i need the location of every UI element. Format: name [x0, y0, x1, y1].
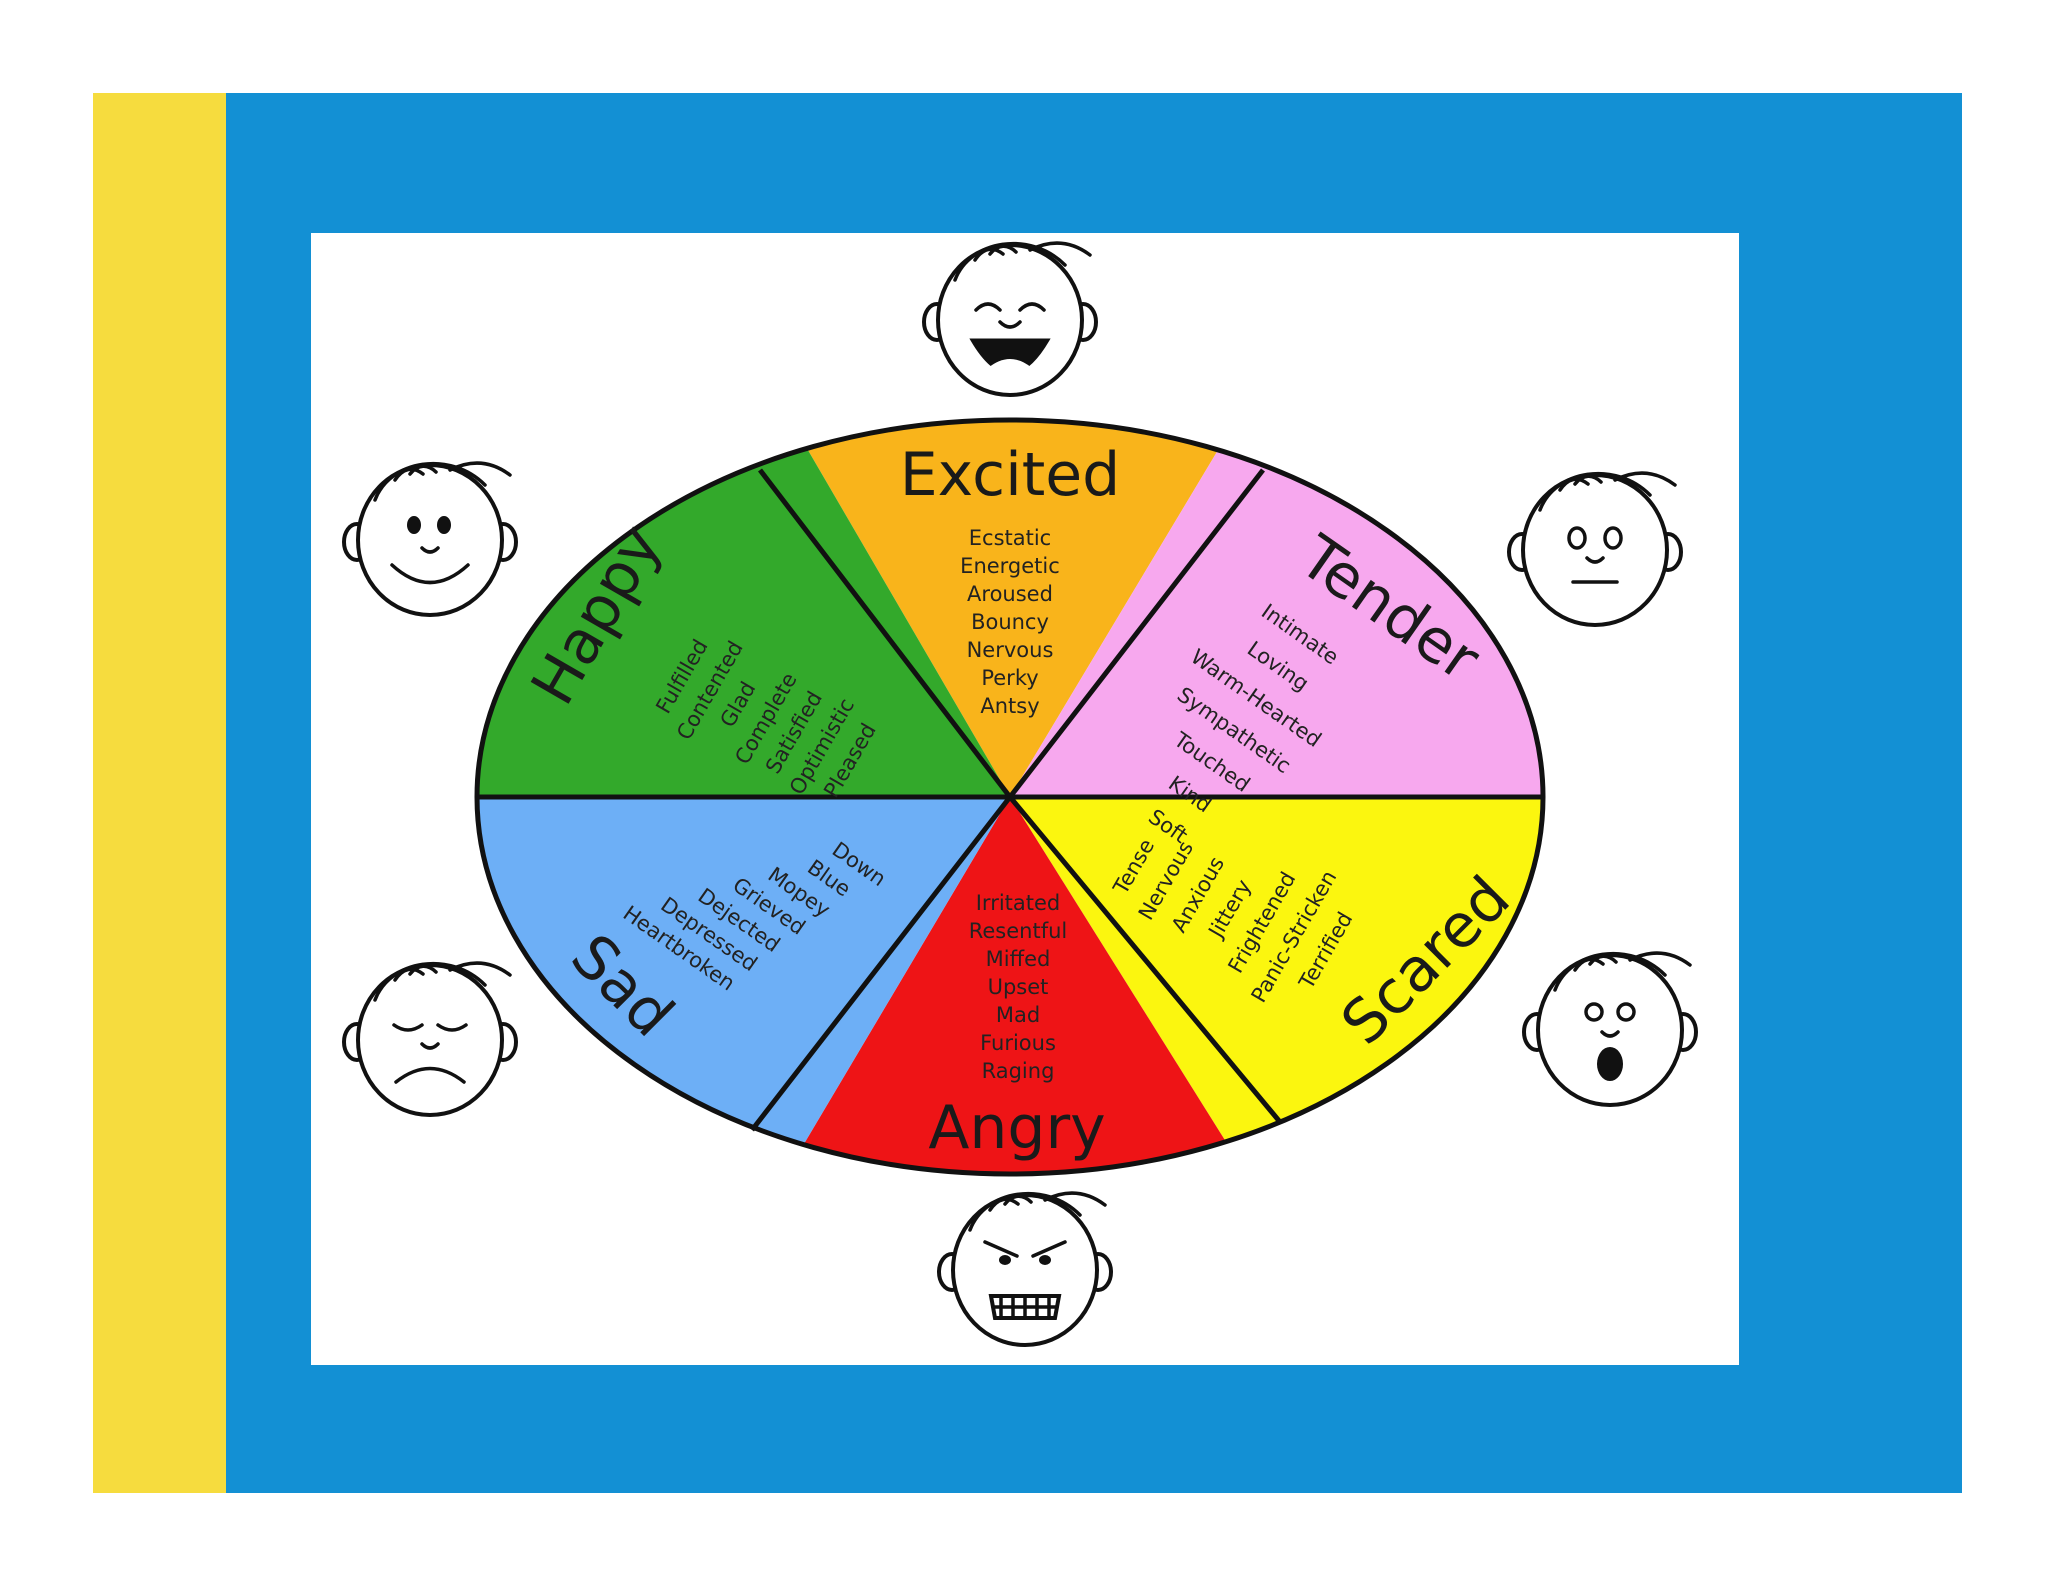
angry-title: Angry: [928, 1093, 1105, 1163]
yellow-side-stripe: [93, 93, 227, 1493]
excited-word: Antsy: [980, 694, 1039, 718]
excited-word: Perky: [981, 666, 1038, 690]
angry-word: Resentful: [969, 919, 1068, 943]
angry-word: Upset: [988, 975, 1049, 999]
angry-word: Miffed: [986, 947, 1051, 971]
angry-word: Irritated: [976, 891, 1061, 915]
excited-word: Bouncy: [971, 610, 1049, 634]
angry-word: Mad: [996, 1003, 1040, 1027]
excited-word: Nervous: [967, 638, 1054, 662]
excited-title: Excited: [900, 440, 1121, 510]
excited-word: Ecstatic: [969, 526, 1051, 550]
angry-word: Raging: [982, 1059, 1055, 1083]
angry-word: Furious: [980, 1031, 1056, 1055]
excited-word: Energetic: [960, 554, 1060, 578]
excited-word: Aroused: [967, 582, 1053, 606]
